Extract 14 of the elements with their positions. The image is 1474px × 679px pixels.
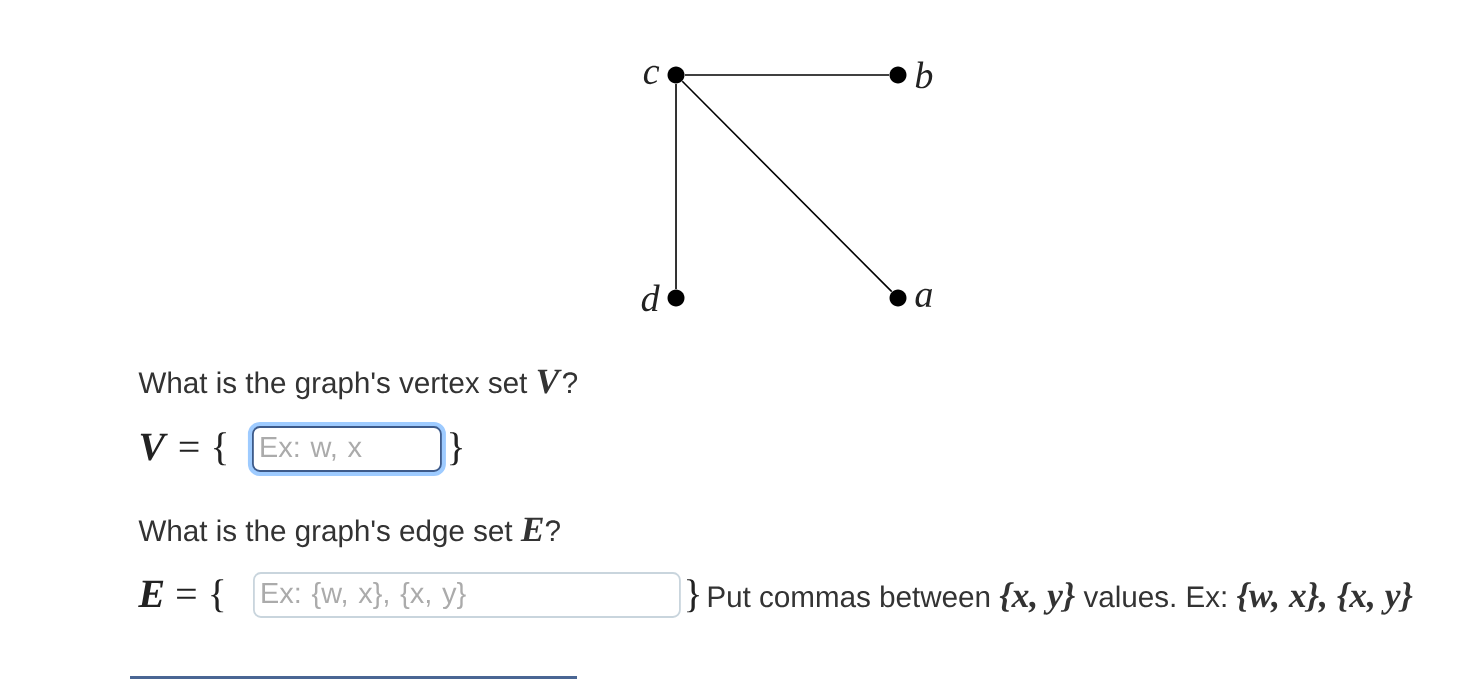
input-field: Ex: {w, x}, {x, y} xyxy=(253,572,681,618)
math-text: E = { xyxy=(138,579,224,613)
input-field: Ex: w, x xyxy=(247,422,446,476)
vertex-label: d xyxy=(641,284,660,312)
vertex-label: b xyxy=(915,61,933,89)
vertex-label: c xyxy=(643,65,660,85)
graph-edge xyxy=(684,74,890,76)
question-text: What is the graph's edge set E? xyxy=(138,517,560,548)
graph-edge xyxy=(675,83,677,290)
question-text: What is the graph's vertex set V? xyxy=(138,369,578,400)
math-text: V = { xyxy=(140,432,226,466)
math-text: } xyxy=(450,432,462,466)
graph-edge xyxy=(681,80,893,293)
vertex-label: a xyxy=(915,288,932,308)
